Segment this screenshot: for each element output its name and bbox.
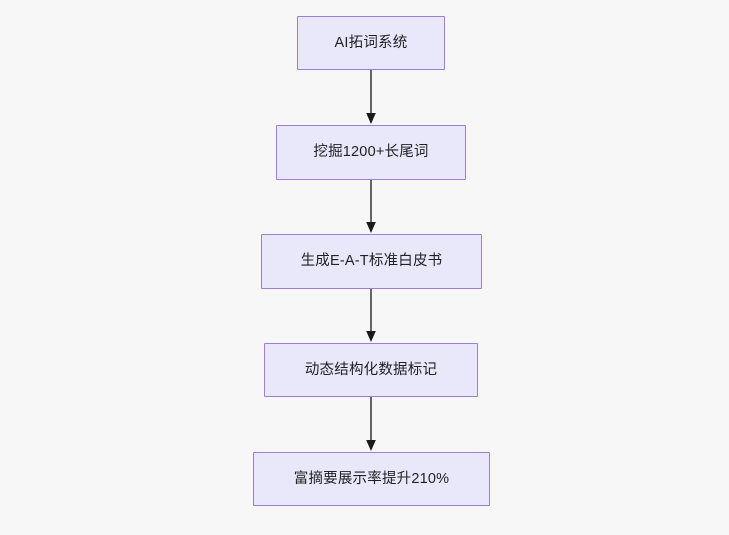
flowchart-node-rich-snippet-impression-uplift[interactable]: 富摘要展示率提升210%	[253, 452, 490, 506]
edge-n3-to-n4	[364, 289, 378, 343]
flowchart-node-label: 富摘要展示率提升210%	[293, 470, 450, 487]
flowchart-node-ai-keyword-system[interactable]: AI拓词系统	[297, 16, 445, 70]
flowchart-node-label: 生成E-A-T标准白皮书	[300, 253, 443, 270]
flowchart-node-mine-longtail-keywords[interactable]: 挖掘1200+长尾词	[276, 125, 466, 180]
flowchart-node-dynamic-structured-data-markup[interactable]: 动态结构化数据标记	[264, 343, 478, 397]
flowchart-node-generate-eat-whitepaper[interactable]: 生成E-A-T标准白皮书	[261, 234, 482, 289]
flowchart-node-label: AI拓词系统	[334, 34, 408, 51]
edge-n2-to-n3	[364, 180, 378, 234]
edge-n1-to-n2	[364, 70, 378, 125]
flowchart-node-label: 挖掘1200+长尾词	[313, 144, 429, 161]
flowchart-node-label: 动态结构化数据标记	[304, 361, 438, 378]
edge-n4-to-n5	[364, 397, 378, 452]
